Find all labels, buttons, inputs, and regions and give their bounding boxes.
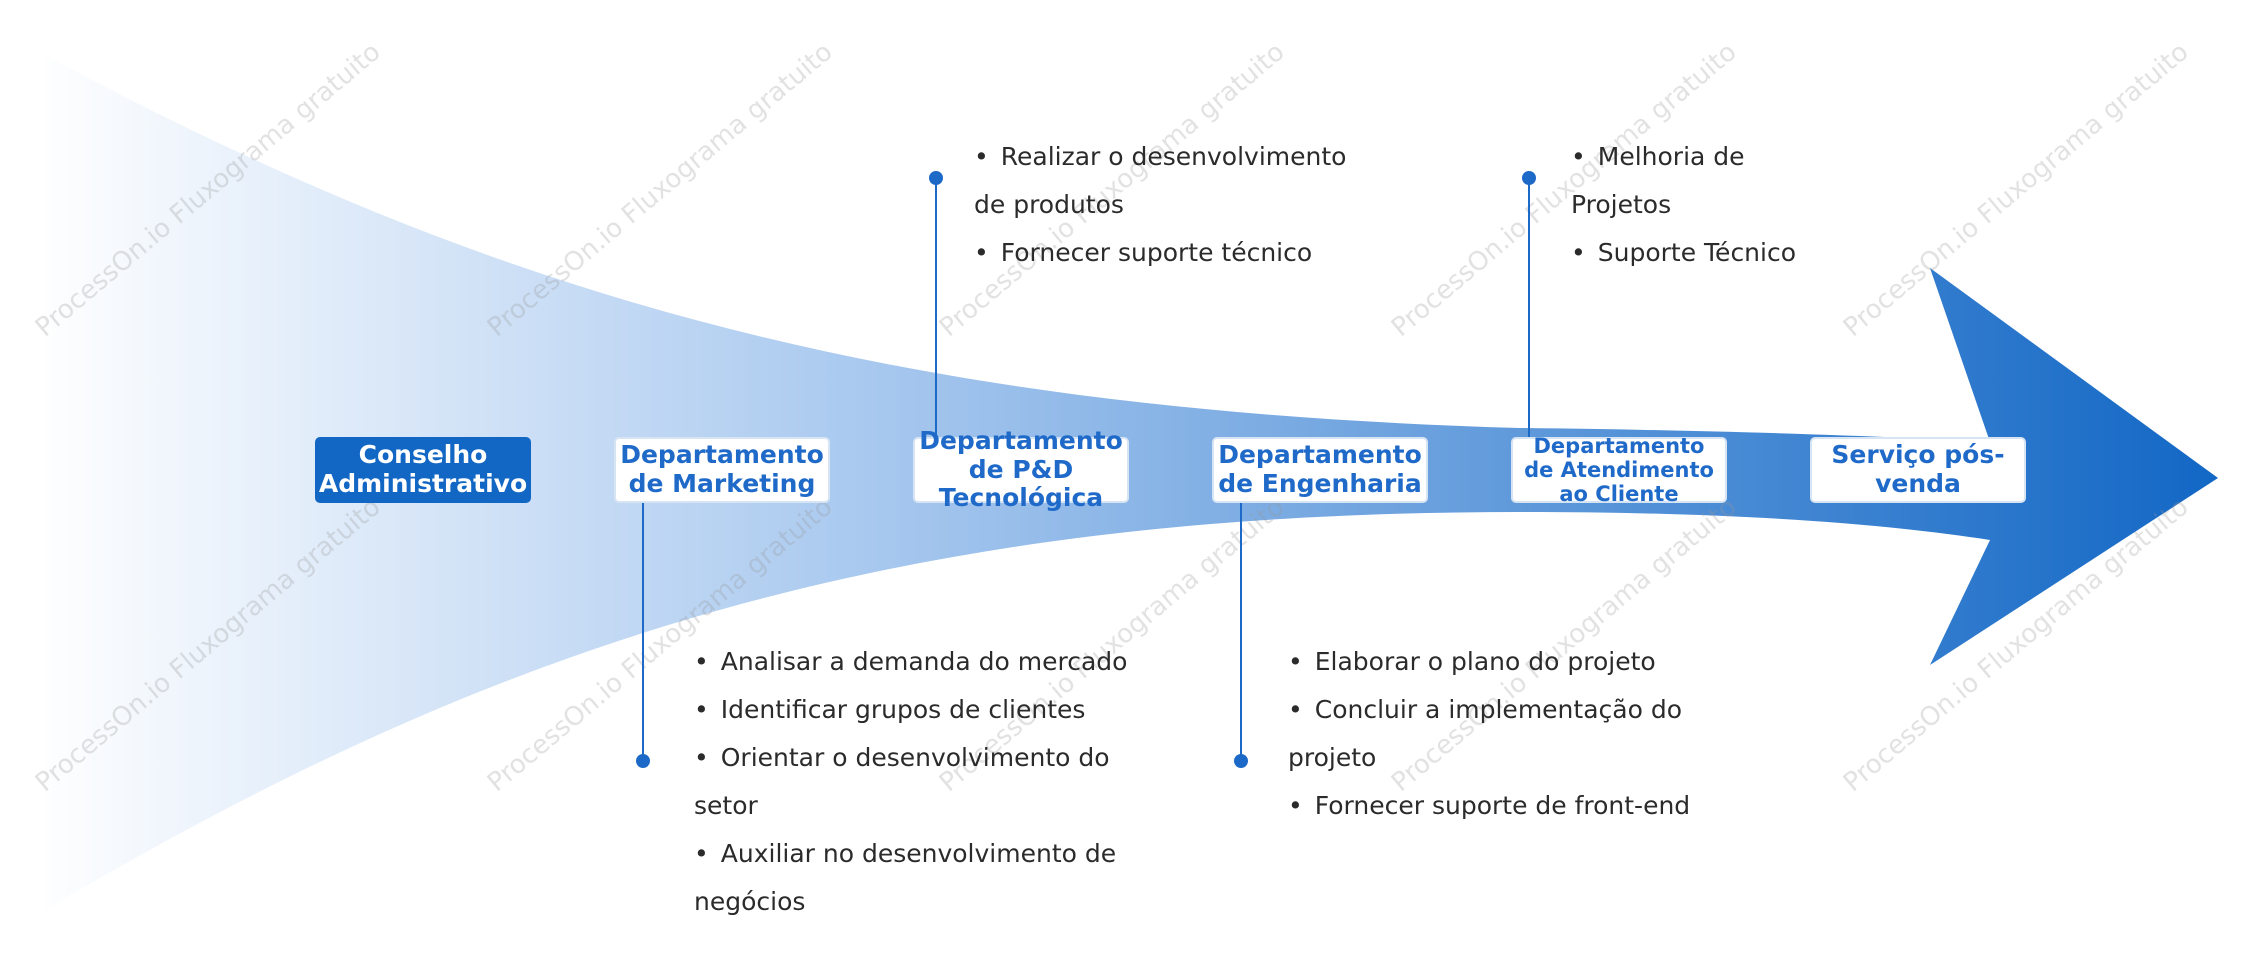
connector-atendimento: [1528, 178, 1530, 448]
detail-item: Fornecer suporte de front-end: [1288, 782, 1718, 830]
detail-item: Identificar grupos de clientes: [694, 686, 1134, 734]
detail-item: Concluir a implementação do projeto: [1288, 686, 1718, 782]
node-label: Serviço pós-venda: [1831, 440, 2005, 498]
node-conselho-administrativo[interactable]: Conselho Administrativo: [315, 437, 531, 503]
detail-item: Orientar o desenvolvimento do setor: [694, 734, 1134, 830]
node-departamento-engenharia[interactable]: Departamento de Engenharia: [1212, 437, 1428, 503]
detail-item: Realizar o desenvolvimento de produtos: [974, 133, 1374, 229]
connector-dot-pd: [929, 171, 943, 185]
connector-dot-marketing: [636, 754, 650, 768]
detail-item: Auxiliar no desenvolvimento de negócios: [694, 830, 1134, 926]
connector-pd: [935, 178, 937, 437]
detail-item: Elaborar o plano do projeto: [1288, 638, 1718, 686]
node-departamento-atendimento[interactable]: Departamento de Atendimento ao Cliente: [1511, 433, 1727, 507]
details-marketing: Analisar a demanda do mercado Identifica…: [694, 638, 1134, 926]
node-label: Conselho Administrativo: [318, 440, 528, 498]
connector-marketing: [642, 503, 644, 760]
connector-dot-atendimento: [1522, 171, 1536, 185]
details-pd: Realizar o desenvolvimento de produtos F…: [974, 133, 1374, 277]
node-label: Departamento de Marketing: [620, 440, 824, 498]
node-label: Departamento de Engenharia: [1218, 440, 1422, 498]
node-servico-pos-venda[interactable]: Serviço pós-venda: [1810, 437, 2026, 503]
node-label: Departamento de P&D Tecnológica: [919, 425, 1123, 513]
node-departamento-pd[interactable]: Departamento de P&D Tecnológica: [913, 426, 1129, 512]
details-atendimento: Melhoria de Projetos Suporte Técnico: [1571, 133, 1831, 277]
detail-item: Fornecer suporte técnico: [974, 229, 1374, 277]
arrow-shape: [45, 55, 2218, 910]
connector-engenharia: [1240, 503, 1242, 760]
detail-item: Analisar a demanda do mercado: [694, 638, 1134, 686]
node-label: Departamento de Atendimento ao Cliente: [1524, 433, 1714, 507]
connector-dot-engenharia: [1234, 754, 1248, 768]
detail-item: Melhoria de Projetos: [1571, 133, 1831, 229]
detail-item: Suporte Técnico: [1571, 229, 1831, 277]
details-engenharia: Elaborar o plano do projeto Concluir a i…: [1288, 638, 1718, 830]
node-departamento-marketing[interactable]: Departamento de Marketing: [614, 437, 830, 503]
